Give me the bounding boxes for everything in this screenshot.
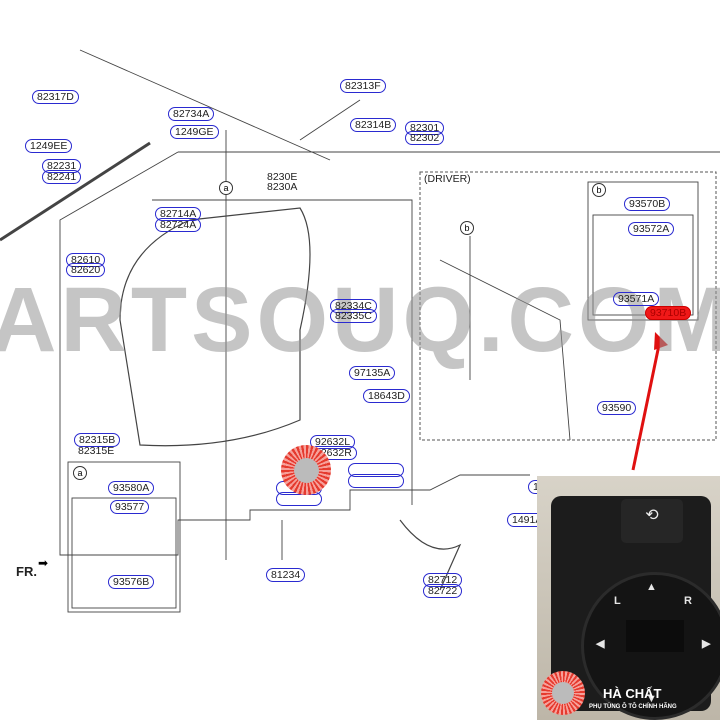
callout-a: a (219, 181, 233, 195)
part-label[interactable]: 97135A (349, 366, 396, 380)
part-label[interactable]: 82302 (405, 131, 445, 145)
mirror-adjust-knob: ▲ ▼ ◀ ▶ L R (581, 572, 720, 720)
part-label[interactable]: 82734A (168, 107, 215, 121)
part-label[interactable]: 1249GE (170, 125, 219, 139)
mirror-fold-button: ⟲ (621, 499, 683, 543)
part-label[interactable]: 93577 (110, 500, 150, 514)
front-arrow-icon: ➡ (38, 556, 49, 570)
brand-logo-stamp (281, 445, 331, 495)
brand-tagline: PHỤ TÙNG Ô TÔ CHÍNH HÃNG (589, 704, 677, 710)
part-label[interactable]: 82620 (66, 263, 106, 277)
product-photo: ⟲ ▲ ▼ ◀ ▶ L R HÀ CHẤT PHỤ TÙNG Ô TÔ CHÍN… (537, 476, 720, 720)
part-label[interactable]: 82313F (340, 79, 386, 93)
part-label-obscured[interactable] (348, 463, 404, 477)
part-label[interactable]: 82335C (330, 309, 377, 323)
part-label[interactable]: 93580A (108, 481, 155, 495)
watermark: ARTSOUQ.COM (0, 269, 720, 371)
part-label[interactable]: 18643D (363, 389, 410, 403)
part-label[interactable]: 82314B (350, 118, 397, 132)
part-text: 8230E (267, 171, 298, 183)
callout-a: a (73, 466, 87, 480)
left-mirror-label: L (614, 595, 621, 607)
part-text: 82315E (78, 445, 115, 457)
part-label[interactable]: 92632L (310, 435, 356, 449)
part-label[interactable]: 82722 (423, 584, 463, 598)
part-label[interactable]: 82712 (423, 573, 463, 587)
highlighted-part-label[interactable]: 93710B (645, 306, 692, 320)
callout-b: b (592, 183, 606, 197)
part-label-obscured[interactable] (348, 474, 404, 488)
selector-slot (626, 620, 684, 652)
arrow-right-icon: ▶ (702, 638, 711, 650)
part-label[interactable]: 93570B (624, 197, 671, 211)
callout-b: b (460, 221, 474, 235)
part-label[interactable]: 82241 (42, 170, 82, 184)
arrow-down-icon: ▼ (646, 693, 657, 705)
front-label: FR. (16, 564, 37, 579)
part-label[interactable]: 93571A (613, 292, 660, 306)
right-mirror-label: R (684, 595, 692, 607)
part-label[interactable]: 93590 (597, 401, 637, 415)
switch-body: ⟲ ▲ ▼ ◀ ▶ L R (551, 496, 720, 720)
brand-logo (541, 671, 585, 715)
part-label[interactable]: 81234 (266, 568, 306, 582)
part-label[interactable]: 82724A (155, 218, 202, 232)
part-label[interactable]: 93572A (628, 222, 675, 236)
arrow-left-icon: ◀ (596, 638, 605, 650)
brand-name: HÀ CHẤT (603, 686, 662, 701)
part-label[interactable]: 1249EE (25, 139, 73, 153)
part-label[interactable]: 82315B (74, 433, 121, 447)
part-label[interactable]: 82231 (42, 159, 82, 173)
part-label[interactable]: 82714A (155, 207, 202, 221)
part-label[interactable]: 93576B (108, 575, 155, 589)
driver-label: (DRIVER) (424, 173, 471, 185)
part-text: 8230A (267, 181, 298, 193)
part-label[interactable]: 82317D (32, 90, 79, 104)
mirror-fold-icon: ⟲ (645, 507, 659, 524)
arrow-up-icon: ▲ (646, 581, 657, 593)
